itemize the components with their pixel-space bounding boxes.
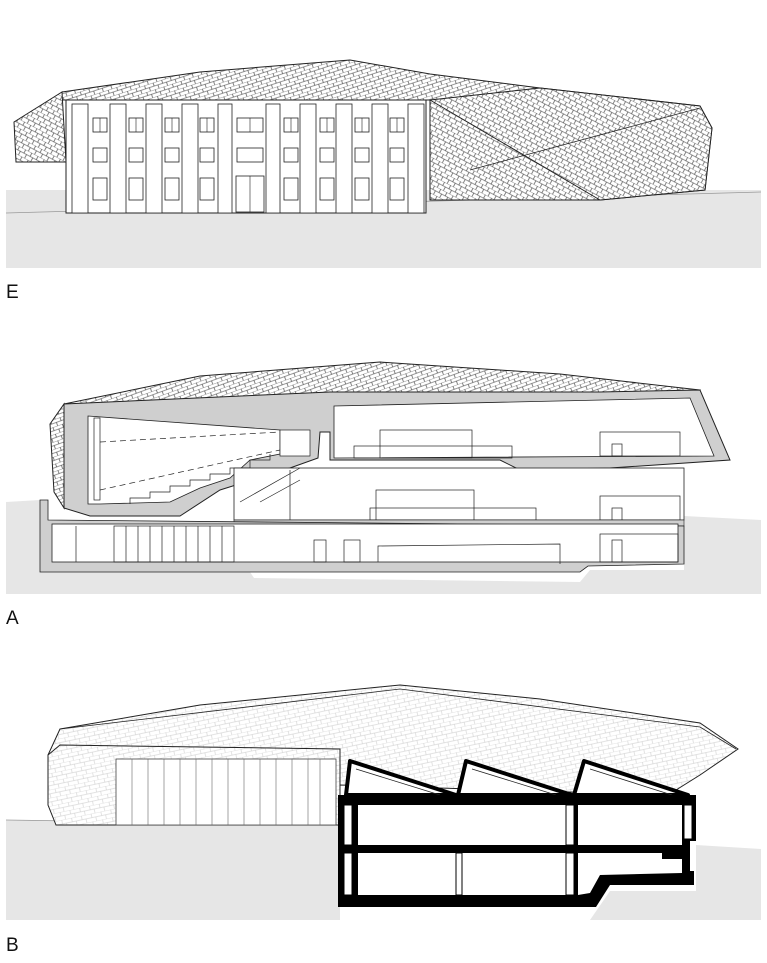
- right-cladding: [429, 87, 713, 201]
- ground: [6, 820, 340, 920]
- drawing-label-e: E: [6, 282, 19, 303]
- section-b-svg: [5, 684, 761, 920]
- section-b: [0, 645, 767, 935]
- drawing-label-b: B: [6, 935, 19, 956]
- elevation-e-svg: [5, 59, 762, 268]
- upper-room: [358, 805, 566, 845]
- section-a-svg: [6, 361, 761, 594]
- elevation-e: [0, 0, 767, 300]
- lower-glazing: [75, 525, 679, 564]
- section-a: [0, 320, 767, 620]
- glazing-mullions: [131, 759, 321, 825]
- left-end-cladding: [49, 402, 65, 510]
- upper-hall: [333, 397, 715, 459]
- left-wing: [13, 91, 67, 163]
- columns: [343, 804, 693, 896]
- drawing-label-a: A: [6, 608, 19, 629]
- seating-steps: [93, 417, 311, 504]
- glazed-facade: [115, 758, 337, 826]
- sawtooth-trusses: [344, 759, 690, 797]
- pilasters: [71, 103, 425, 214]
- middle-floor: [233, 467, 685, 521]
- ground: [6, 500, 761, 594]
